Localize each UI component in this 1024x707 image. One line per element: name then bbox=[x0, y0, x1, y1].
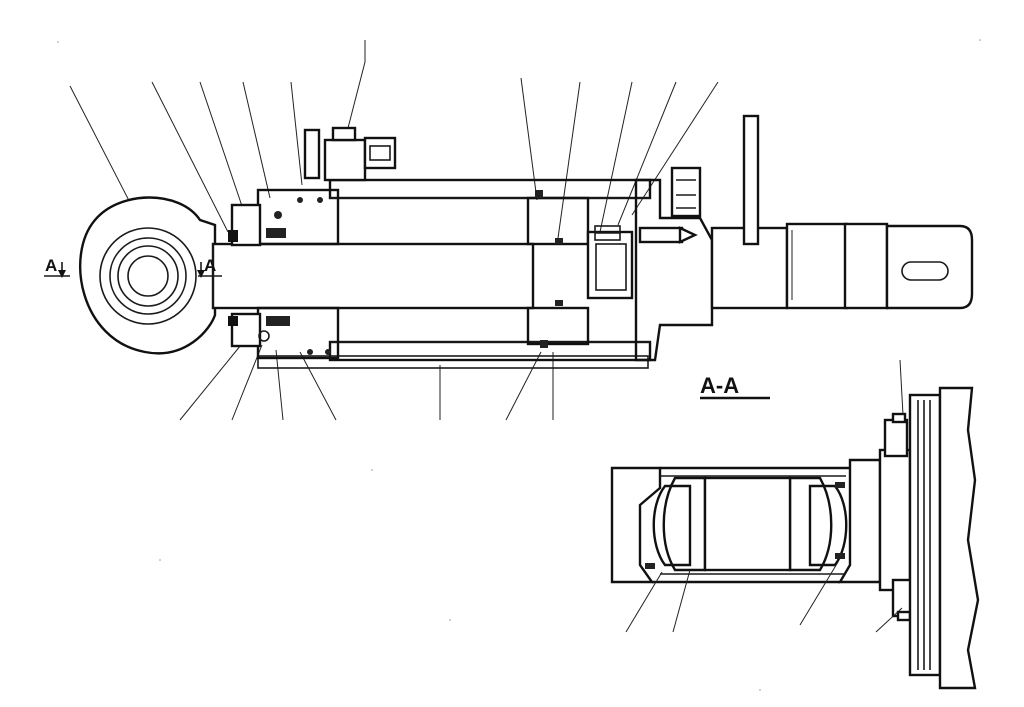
section-title: A-A bbox=[700, 373, 739, 398]
piston-nut bbox=[586, 225, 634, 300]
gland-head bbox=[228, 188, 340, 360]
section-view-aa bbox=[610, 386, 980, 690]
port-fitting bbox=[303, 126, 397, 182]
rod-eye bbox=[78, 196, 217, 355]
rear-clevis bbox=[710, 114, 974, 310]
section-leader-lines bbox=[625, 359, 904, 633]
leader-lines-bottom bbox=[179, 339, 554, 421]
leader-lines-top bbox=[69, 40, 719, 239]
section-marker-right: A bbox=[197, 256, 222, 278]
scan-noise bbox=[57, 39, 981, 691]
piston-rod bbox=[211, 242, 535, 310]
section-label-left: A bbox=[45, 256, 57, 275]
section-label-right: A bbox=[204, 256, 216, 275]
section-marker-left: A bbox=[44, 256, 70, 278]
end-cap bbox=[634, 166, 714, 362]
piston bbox=[526, 190, 590, 348]
section-title-group: A-A bbox=[700, 373, 770, 400]
gland-seals bbox=[266, 197, 331, 355]
